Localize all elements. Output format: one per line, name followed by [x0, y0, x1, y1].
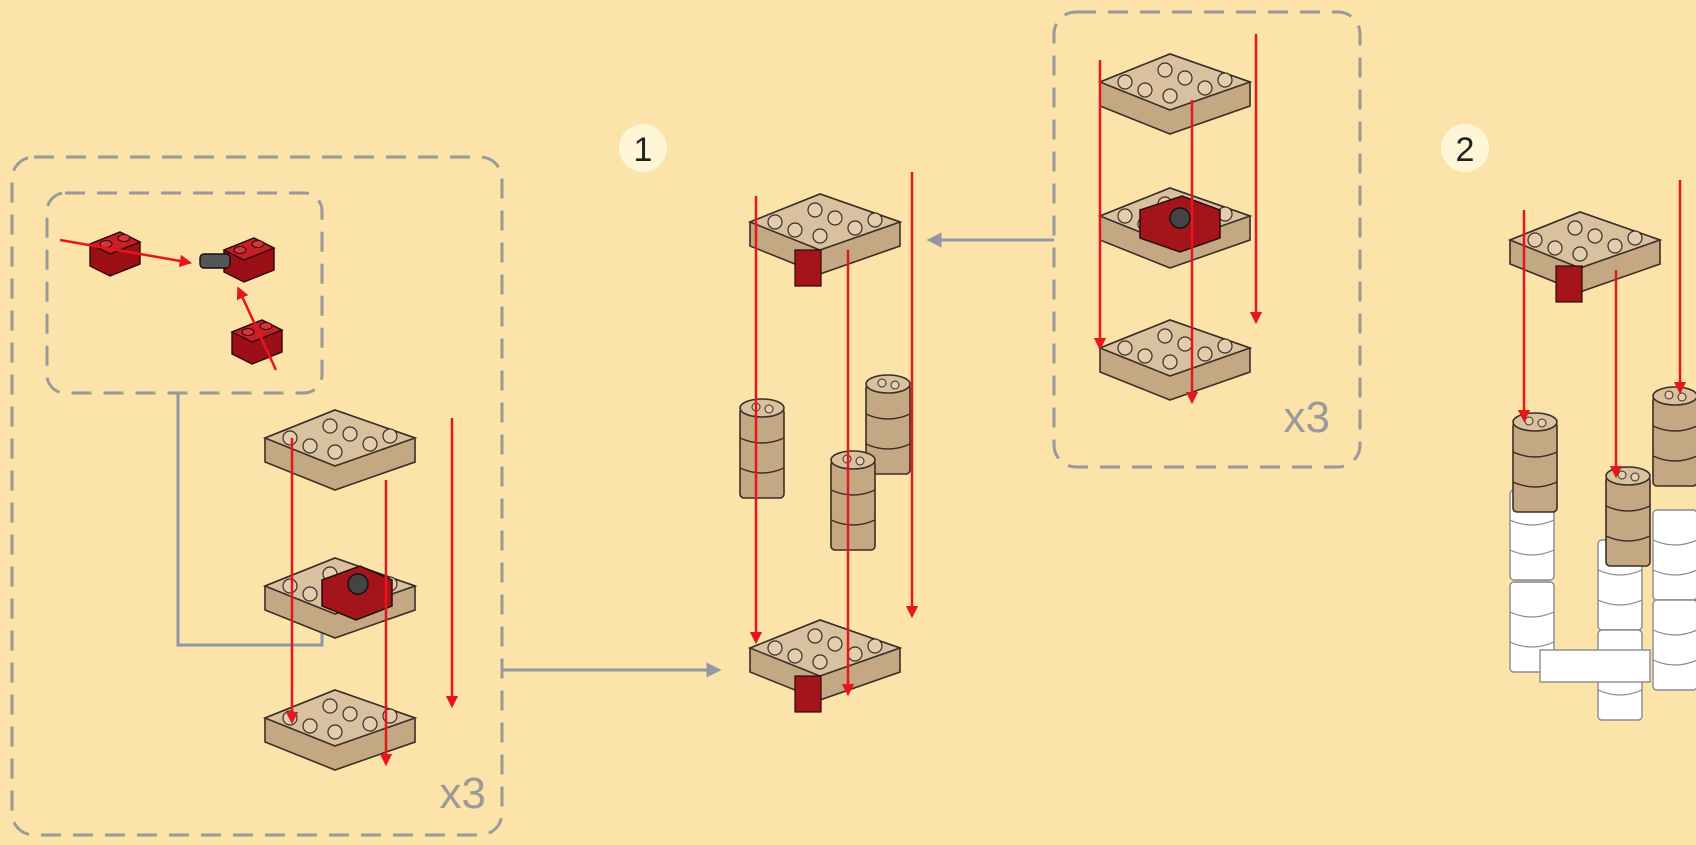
tan-plate [264, 409, 416, 491]
tan-column [739, 398, 785, 499]
step-number: 1 [634, 131, 653, 169]
tan-plate [1509, 211, 1661, 293]
red-brick [223, 237, 275, 283]
top-multiplier-label: x3 [1284, 393, 1330, 442]
tan-plate [264, 689, 416, 771]
top-callout: x3 [1052, 10, 1362, 469]
step-2: 2 [1441, 124, 1696, 721]
step-1: 1 [619, 124, 919, 713]
step-number-badge [619, 124, 667, 172]
assembly-arrow [236, 286, 278, 371]
tan-column [1512, 412, 1558, 513]
assembly-arrow [59, 238, 193, 268]
step-number-badge [1441, 124, 1489, 172]
left-callout: x3 [10, 155, 504, 837]
middle-layer [264, 557, 416, 639]
top-callout-frame [1052, 10, 1362, 469]
white-column [1652, 599, 1696, 691]
white-column [1652, 509, 1696, 601]
inner-callout-frame [45, 191, 324, 395]
step-number: 2 [1456, 131, 1475, 169]
tan-plate [1099, 53, 1251, 135]
tan-plate [1099, 319, 1251, 401]
tan-column [1605, 466, 1651, 567]
tan-column [830, 450, 876, 551]
left-multiplier-label: x3 [440, 769, 486, 818]
red-joint-subassembly [59, 231, 283, 371]
tan-column [1652, 386, 1696, 487]
red-brick [89, 231, 141, 277]
tan-plate [749, 619, 901, 701]
middle-layer [1099, 187, 1251, 269]
tan-plate [749, 193, 901, 275]
connector-pin [199, 253, 231, 269]
white-lower-structure [1509, 489, 1696, 721]
